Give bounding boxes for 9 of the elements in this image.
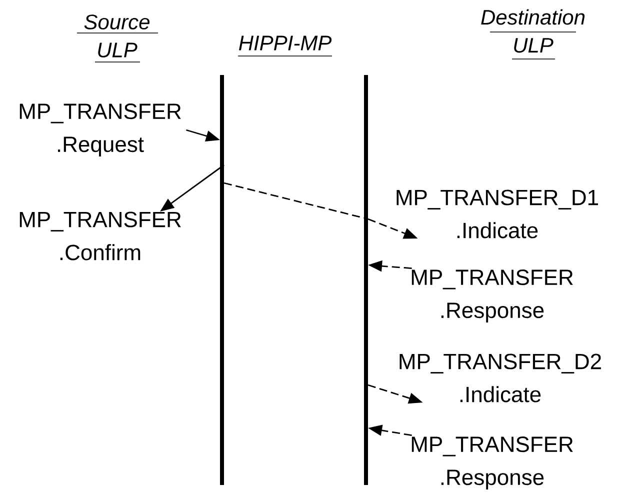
- message-label: MP_TRANSFER .Confirm: [20, 212, 181, 260]
- message-label: MP_TRANSFER_D1 .Indicate: [396, 190, 598, 238]
- message-label: MP_TRANSFER .Response: [412, 270, 573, 322]
- column-heading: Destination ULP: [481, 9, 585, 60]
- column-heading: Source ULP: [76, 14, 158, 62]
- message-label: MP_TRANSFER .Request: [20, 104, 181, 156]
- column-heading: HIPPI-MP: [238, 36, 332, 56]
- message-label: MP_TRANSFER_D2 .Indicate: [400, 354, 601, 402]
- message-label: MP_TRANSFER .Response: [412, 436, 573, 490]
